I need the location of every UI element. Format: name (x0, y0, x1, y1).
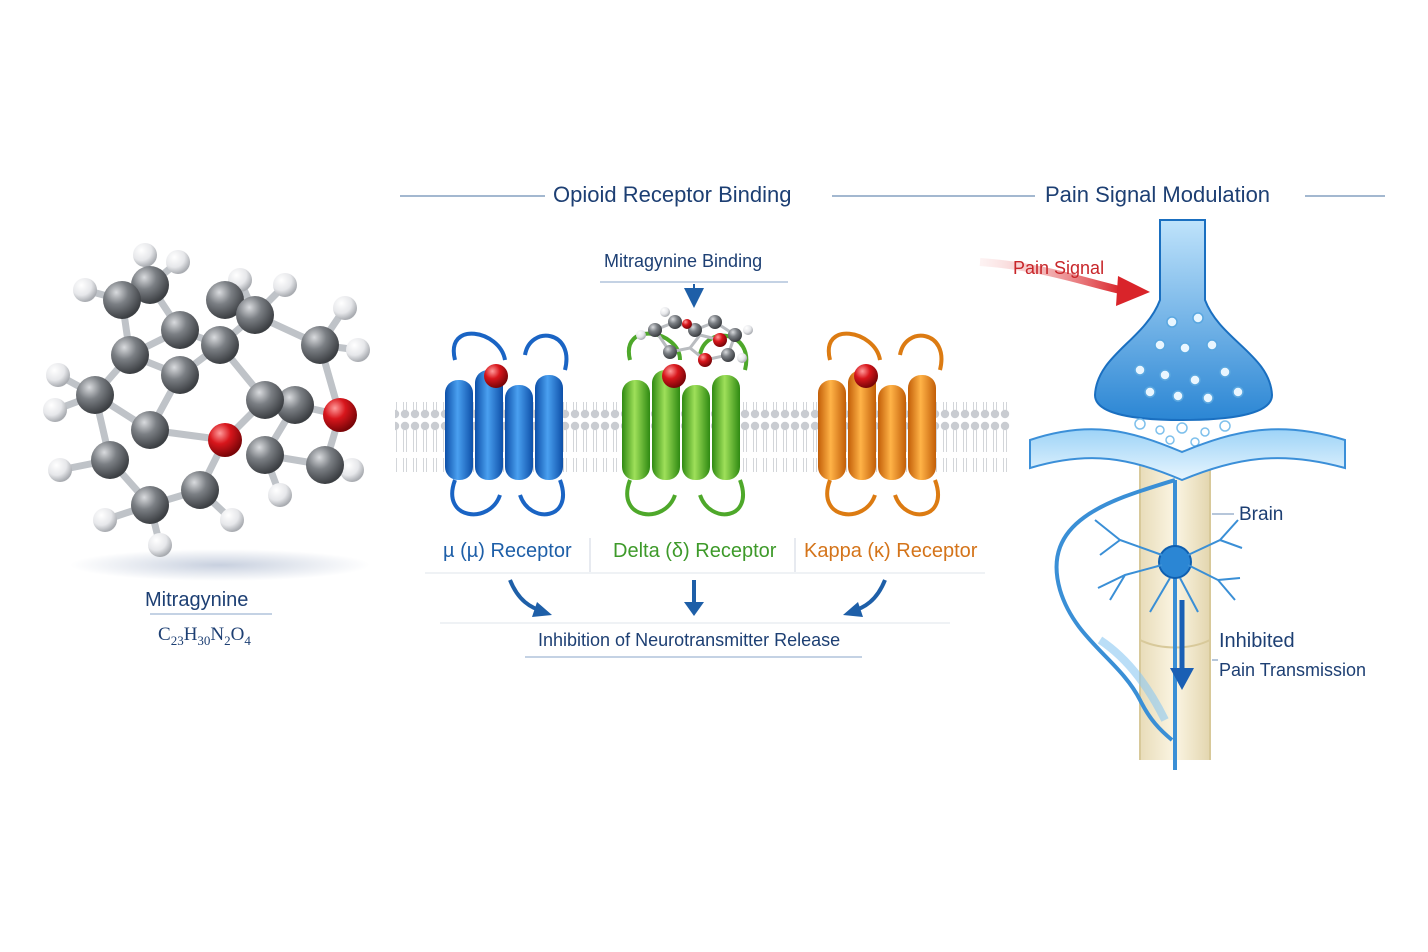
pain-signal-arrowhead (1116, 276, 1150, 306)
molecule-oxygens (208, 398, 357, 457)
brain-label: Brain (1239, 504, 1284, 525)
molecule-carbons (76, 266, 344, 524)
molecule-name: Mitragynine (145, 589, 249, 611)
delta-receptor-label: Delta (δ) Receptor (613, 540, 777, 562)
pain-section-title: Pain Signal Modulation (1045, 182, 1271, 207)
kappa-receptor-label: Kappa (κ) Receptor (804, 540, 978, 562)
molecule-model (43, 243, 370, 581)
binding-section-title: Opioid Receptor Binding (553, 182, 792, 207)
kappa-receptor (818, 331, 944, 517)
molecule-hydrogens (43, 243, 370, 557)
inhibited-label: Inhibited (1219, 630, 1295, 652)
bound-mitragynine (636, 307, 753, 367)
mu-arrowhead (532, 602, 552, 617)
kappa-arrowhead (843, 602, 863, 617)
neuron-pathway (1029, 219, 1346, 770)
pain-signal-label: Pain Signal (1013, 258, 1105, 278)
pain-signal-arrow (979, 258, 1121, 294)
mu-receptor (445, 331, 569, 517)
molecule-formula: C23H30N2O4 (158, 624, 251, 648)
delta-arrowhead (684, 602, 704, 616)
pain-transmission-label: Pain Transmission (1219, 660, 1367, 680)
mu-receptor-label: µ (µ) Receptor (443, 540, 572, 562)
delta-receptor (622, 331, 749, 517)
mitragynine-binding-label: Mitragynine Binding (604, 251, 763, 271)
inhibition-result-label: Inhibition of Neurotransmitter Release (538, 630, 841, 650)
